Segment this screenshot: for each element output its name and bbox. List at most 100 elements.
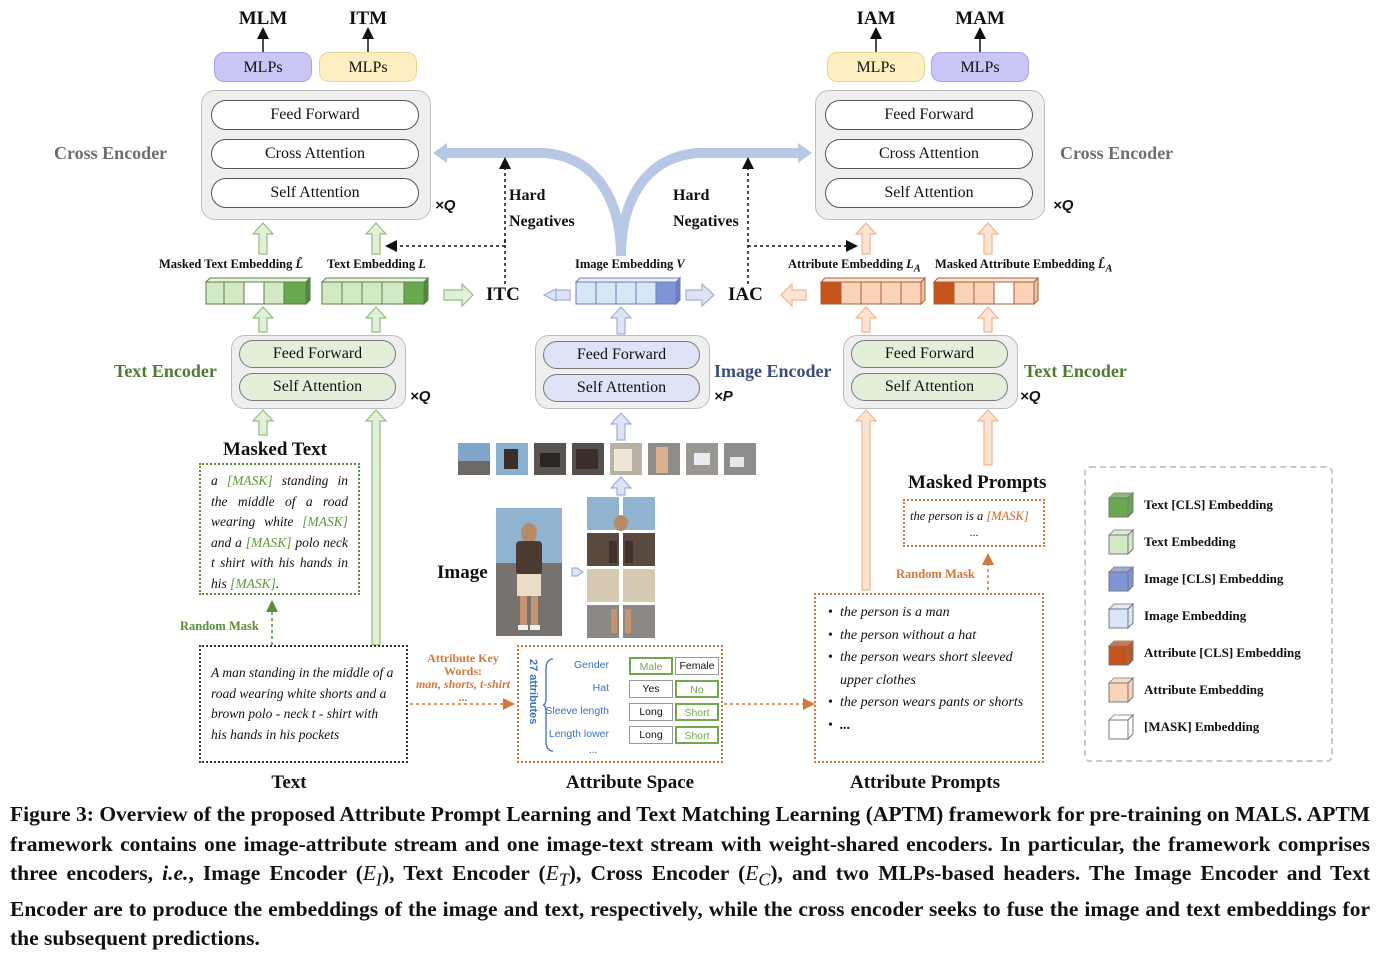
attribute-prompts-box: • the person is a man • the person without … (814, 593, 1044, 763)
mt-p4: polo neck t shirt with his hands in his (211, 534, 348, 591)
text-embedding-symbol: L (418, 257, 426, 271)
bullet-icon: • (828, 650, 833, 665)
attribute-option: Short (675, 703, 719, 721)
image-embedding-strip (574, 276, 682, 306)
mt-cube-4 (263, 281, 285, 305)
caption-ei-sub: I (376, 869, 382, 890)
image-label: Image (437, 562, 488, 583)
text-box: A man standing in the middle of a road w… (199, 645, 408, 763)
image-feed-forward: Feed Forward (543, 341, 700, 369)
image-repeat: ×P (714, 388, 733, 405)
attribute-option: Yes (629, 680, 673, 698)
text-left-feed-forward: Feed Forward (239, 340, 396, 368)
random-mask-right: Random Mask (896, 567, 975, 581)
caption-part4: ), Cross Encoder ( (568, 861, 746, 885)
mt-cube-1 (205, 281, 225, 305)
aptm-diagram: MLM ITM IAM MAM MLPs MLPs MLPs MLPs Feed… (54, 8, 1333, 793)
attribute-prompt-item: •... (828, 715, 1030, 738)
attribute-prompt-item: • the person wears short sleeved upper cl… (828, 647, 1030, 692)
attribute-prompt-text: ... (840, 717, 851, 733)
text-left-repeat: ×Q (410, 388, 431, 405)
legend-label: Attribute [CLS] Embedding (1144, 645, 1301, 660)
hard-negatives-right: Hard Negatives (673, 183, 739, 235)
attribute-prompt-item: • the person is a man (828, 602, 1030, 625)
image-embedding-text: Image Embedding (575, 257, 674, 271)
akw-words: man, shorts, t-shirt (415, 677, 511, 691)
person-photo (496, 508, 562, 636)
legend-item: Image Embedding (1107, 602, 1246, 631)
attribute-key-words: Attribute Key Words: man, shorts, t-shir… (408, 652, 518, 704)
image-patch-grid (587, 497, 655, 638)
hard-negatives-right-line2: Negatives (673, 213, 739, 230)
head-mam: MAM (955, 8, 1005, 29)
attribute-prompt-text: the person is a man (840, 605, 950, 620)
masked-text-embedding-label: Masked Text Embedding L̂ (159, 257, 303, 272)
cross-left-feed-forward: Feed Forward (211, 100, 419, 130)
attribute-prompt-text: the person wears short sleeved upper clo… (840, 650, 1013, 688)
head-itm: ITM (349, 8, 387, 29)
mlp-itm: MLPs (319, 52, 417, 82)
caption-et-sub: T (558, 869, 569, 890)
attribute-name: Hat (592, 682, 609, 694)
attribute-prompt-item: • the person wears pants or shorts (828, 692, 1030, 715)
masked-attribute-embedding-text: Masked Attribute Embedding (935, 257, 1095, 271)
attribute-prompt-text: the person wears pants or shorts (840, 695, 1024, 710)
caption-et: E (545, 861, 559, 885)
masked-attribute-embedding-symbol: L̂ (1097, 257, 1106, 271)
hard-negatives-left-line2: Negatives (509, 213, 575, 230)
random-mask-left: Random Mask (180, 619, 259, 633)
attribute-prompts-label: Attribute Prompts (849, 772, 1001, 793)
text-encoder-right-label: Text Encoder (1024, 361, 1127, 381)
image-embedding-label: Image Embedding V (575, 257, 685, 272)
masked-attribute-embedding-label: Masked Attribute Embedding L̂A (935, 257, 1112, 275)
mt-mask-2: [MASK] (302, 514, 348, 529)
legend-label: Attribute Embedding (1144, 682, 1264, 697)
attribute-prompt-text: the person without a hat (840, 627, 977, 643)
attribute-name: Sleeve length (545, 705, 609, 717)
caption-part3: ), Text Encoder ( (381, 861, 546, 885)
bullet-icon: • (828, 605, 833, 620)
cross-left-self-attention: Self Attention (211, 178, 419, 208)
cross-left-repeat: ×Q (435, 197, 456, 214)
legend-cube-icon (1107, 713, 1135, 741)
cross-right-self-attention: Self Attention (825, 178, 1033, 208)
head-iam: IAM (856, 8, 896, 29)
caption-ec-sub: C (758, 869, 771, 890)
figure-caption: Figure 3: Overview of the proposed Attri… (10, 800, 1370, 954)
legend-cube-icon (1107, 602, 1135, 630)
masked-text-embedding-strip (204, 276, 312, 306)
masked-attribute-embedding-strip (932, 276, 1040, 306)
text-right-repeat: ×Q (1020, 388, 1041, 405)
legend-item: Text Embedding (1107, 528, 1236, 557)
masked-prompts-title: Masked Prompts (908, 472, 1047, 493)
attribute-name: Length lower (548, 728, 609, 740)
mt-p1: a (211, 473, 227, 488)
mt-mask-4: [MASK] (230, 575, 276, 591)
text-embedding-strip (320, 276, 430, 306)
caption-part5: ), and two MLPs-based headers. The Image… (10, 861, 1370, 951)
mp-ellipsis: ... (969, 525, 979, 539)
cross-left-cross-attention: Cross Attention (211, 139, 419, 169)
attribute-space-label: Attribute Space (565, 772, 695, 793)
masked-attribute-embedding-subscript: A (1105, 263, 1113, 275)
masked-prompts-content: the person is a [MASK] (910, 507, 1038, 525)
text-label: Text (271, 772, 307, 793)
masked-text-embedding-symbol: L̂ (295, 257, 304, 271)
caption-ec: E (745, 861, 759, 885)
bullet-icon: • (828, 717, 833, 733)
bullet-icon: • (828, 695, 833, 710)
legend-item: Attribute Embedding (1107, 676, 1264, 705)
connector-layer (251, 27, 1000, 710)
masked-text-embedding-text: Masked Text Embedding (159, 257, 293, 271)
akw-title: Attribute Key Words: (427, 651, 499, 678)
legend-cube-icon (1107, 565, 1135, 593)
legend-cube-icon (1107, 676, 1135, 704)
image-embedding-symbol: V (676, 257, 685, 271)
image-encoder-label: Image Encoder (714, 361, 832, 381)
